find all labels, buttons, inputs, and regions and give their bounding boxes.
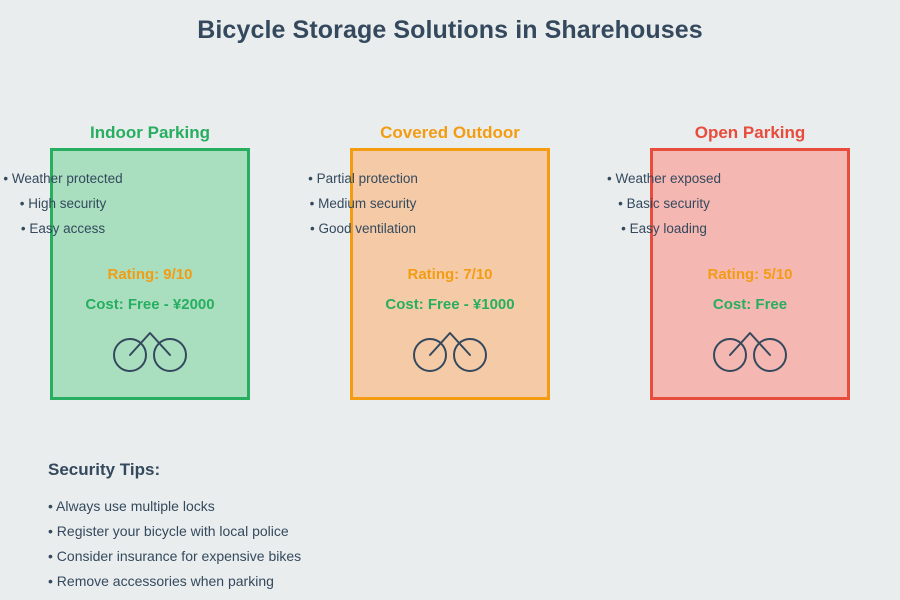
- card-box-open-parking: [650, 148, 850, 400]
- bicycle-icon: [710, 327, 790, 373]
- bicycle-icon: [410, 327, 490, 373]
- security-tip-item: • Register your bicycle with local polic…: [48, 523, 289, 539]
- cost-label-covered-outdoor: Cost: Free - ¥1000: [385, 296, 515, 313]
- rating-label-indoor-parking: Rating: 9/10: [107, 266, 193, 283]
- rating-label-covered-outdoor: Rating: 7/10: [407, 266, 493, 283]
- rating-label-open-parking: Rating: 5/10: [707, 266, 793, 283]
- security-tips-section: Security Tips: • Always use multiple loc…: [48, 460, 548, 594]
- card-heading-covered-outdoor: Covered Outdoor: [380, 123, 520, 142]
- page-title: Bicycle Storage Solutions in Sharehouses: [197, 16, 703, 44]
- security-tips-heading: Security Tips:: [48, 460, 161, 479]
- security-tip-item: • Always use multiple locks: [48, 498, 215, 514]
- security-tip-item: • Consider insurance for expensive bikes: [48, 548, 302, 564]
- card-box-indoor-parking: [50, 148, 250, 400]
- card-heading-open-parking: Open Parking: [694, 123, 806, 142]
- cost-label-indoor-parking: Cost: Free - ¥2000: [85, 296, 215, 313]
- cost-label-open-parking: Cost: Free: [712, 296, 788, 313]
- bicycle-icon: [110, 327, 190, 373]
- security-tip-item: • Remove accessories when parking: [48, 573, 274, 589]
- card-box-covered-outdoor: [350, 148, 550, 400]
- card-heading-indoor-parking: Indoor Parking: [90, 123, 210, 142]
